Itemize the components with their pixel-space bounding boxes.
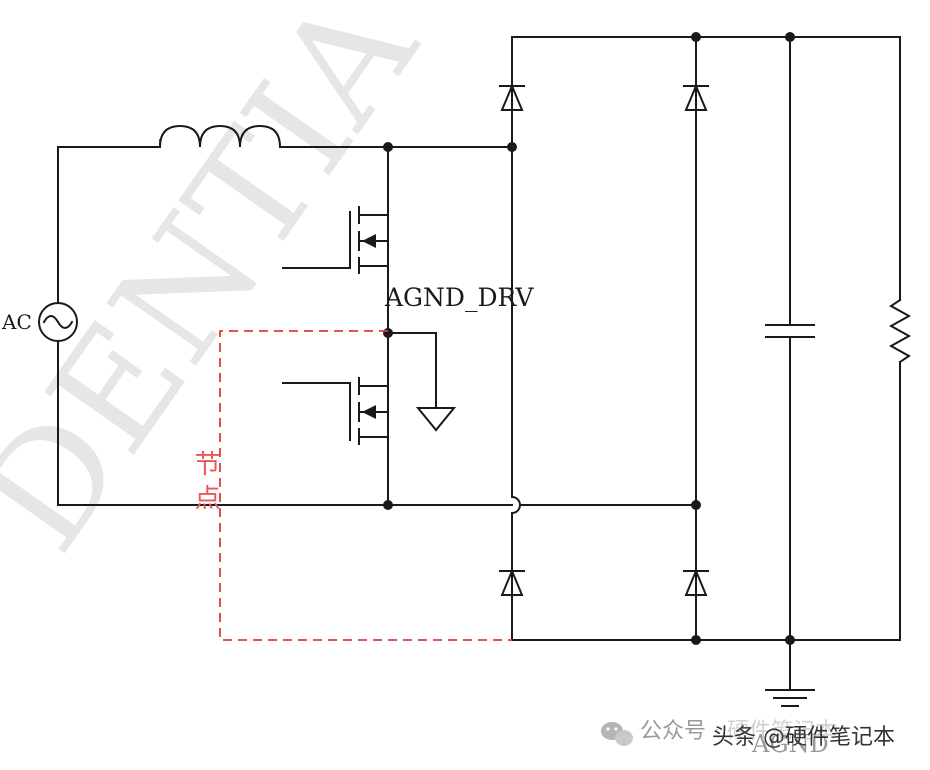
upper-mosfet xyxy=(282,206,389,274)
diode-d1 xyxy=(499,83,525,111)
dashed-path-note: 节 点 xyxy=(190,450,220,510)
diode-d4 xyxy=(683,568,709,596)
wechat-icon xyxy=(601,722,633,746)
watermark-text: DENTIA xyxy=(0,0,451,581)
bulk-capacitor xyxy=(765,36,815,641)
ac-source xyxy=(38,302,78,342)
lower-mosfet xyxy=(282,377,389,445)
watermark: DENTIA xyxy=(0,0,451,581)
return-path-dashed xyxy=(219,330,512,641)
diode-d3 xyxy=(499,568,525,596)
footer-watermark: 公众号 · 硬件笔记本 头条 @硬件笔记本 xyxy=(601,716,914,752)
boost-inductor xyxy=(158,124,282,149)
ac-source-label: AC xyxy=(1,310,32,334)
toutiao-account-text: 头条 @硬件笔记本 xyxy=(712,725,895,750)
bridge-rails xyxy=(510,36,901,641)
load-resistor xyxy=(888,36,912,641)
agnd-output-ground xyxy=(765,639,815,707)
agnd-drv-label: AGND_DRV xyxy=(384,283,534,312)
junctions xyxy=(383,32,795,645)
agnd-drv-ground xyxy=(387,332,457,432)
input-loop xyxy=(57,146,513,506)
diode-d2 xyxy=(683,83,709,111)
